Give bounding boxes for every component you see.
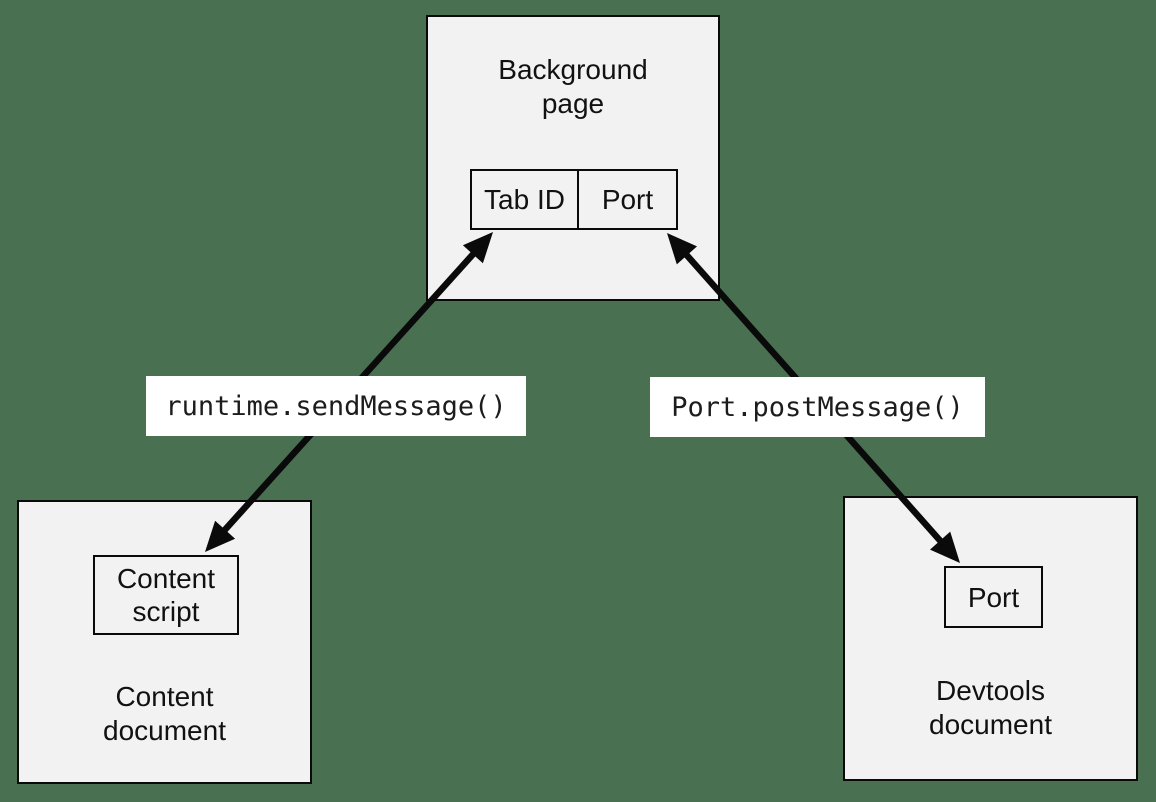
content-script-line2: script: [132, 596, 200, 627]
devtools-document-title: Devtools document: [845, 674, 1136, 742]
background-port-cell: Port: [601, 183, 654, 215]
devtools-document-title-line2: document: [929, 709, 1052, 740]
content-script-box: Content script: [93, 555, 239, 635]
content-document-title-line1: Content: [115, 681, 214, 712]
devtools-document-title-line1: Devtools: [936, 675, 1045, 706]
content-script-line1: Content: [116, 563, 216, 594]
background-page-box: Background page Tab ID Port: [426, 15, 720, 301]
tab-port-row: Tab ID Port: [470, 169, 678, 230]
runtime-sendmessage-label: runtime.sendMessage(): [146, 376, 526, 436]
content-document-box: Content script Content document: [17, 500, 312, 784]
content-document-title-line2: document: [103, 715, 226, 746]
tab-id-cell: Tab ID: [472, 171, 579, 228]
background-page-title-line1: Background: [498, 54, 648, 85]
devtools-document-box: Port Devtools document: [843, 496, 1138, 781]
port-postmessage-label: Port.postMessage(): [650, 377, 985, 437]
devtools-port-box: Port: [944, 566, 1043, 628]
background-page-title: Background page: [428, 53, 718, 121]
background-page-title-line2: page: [541, 88, 605, 119]
content-document-title: Content document: [19, 680, 310, 748]
